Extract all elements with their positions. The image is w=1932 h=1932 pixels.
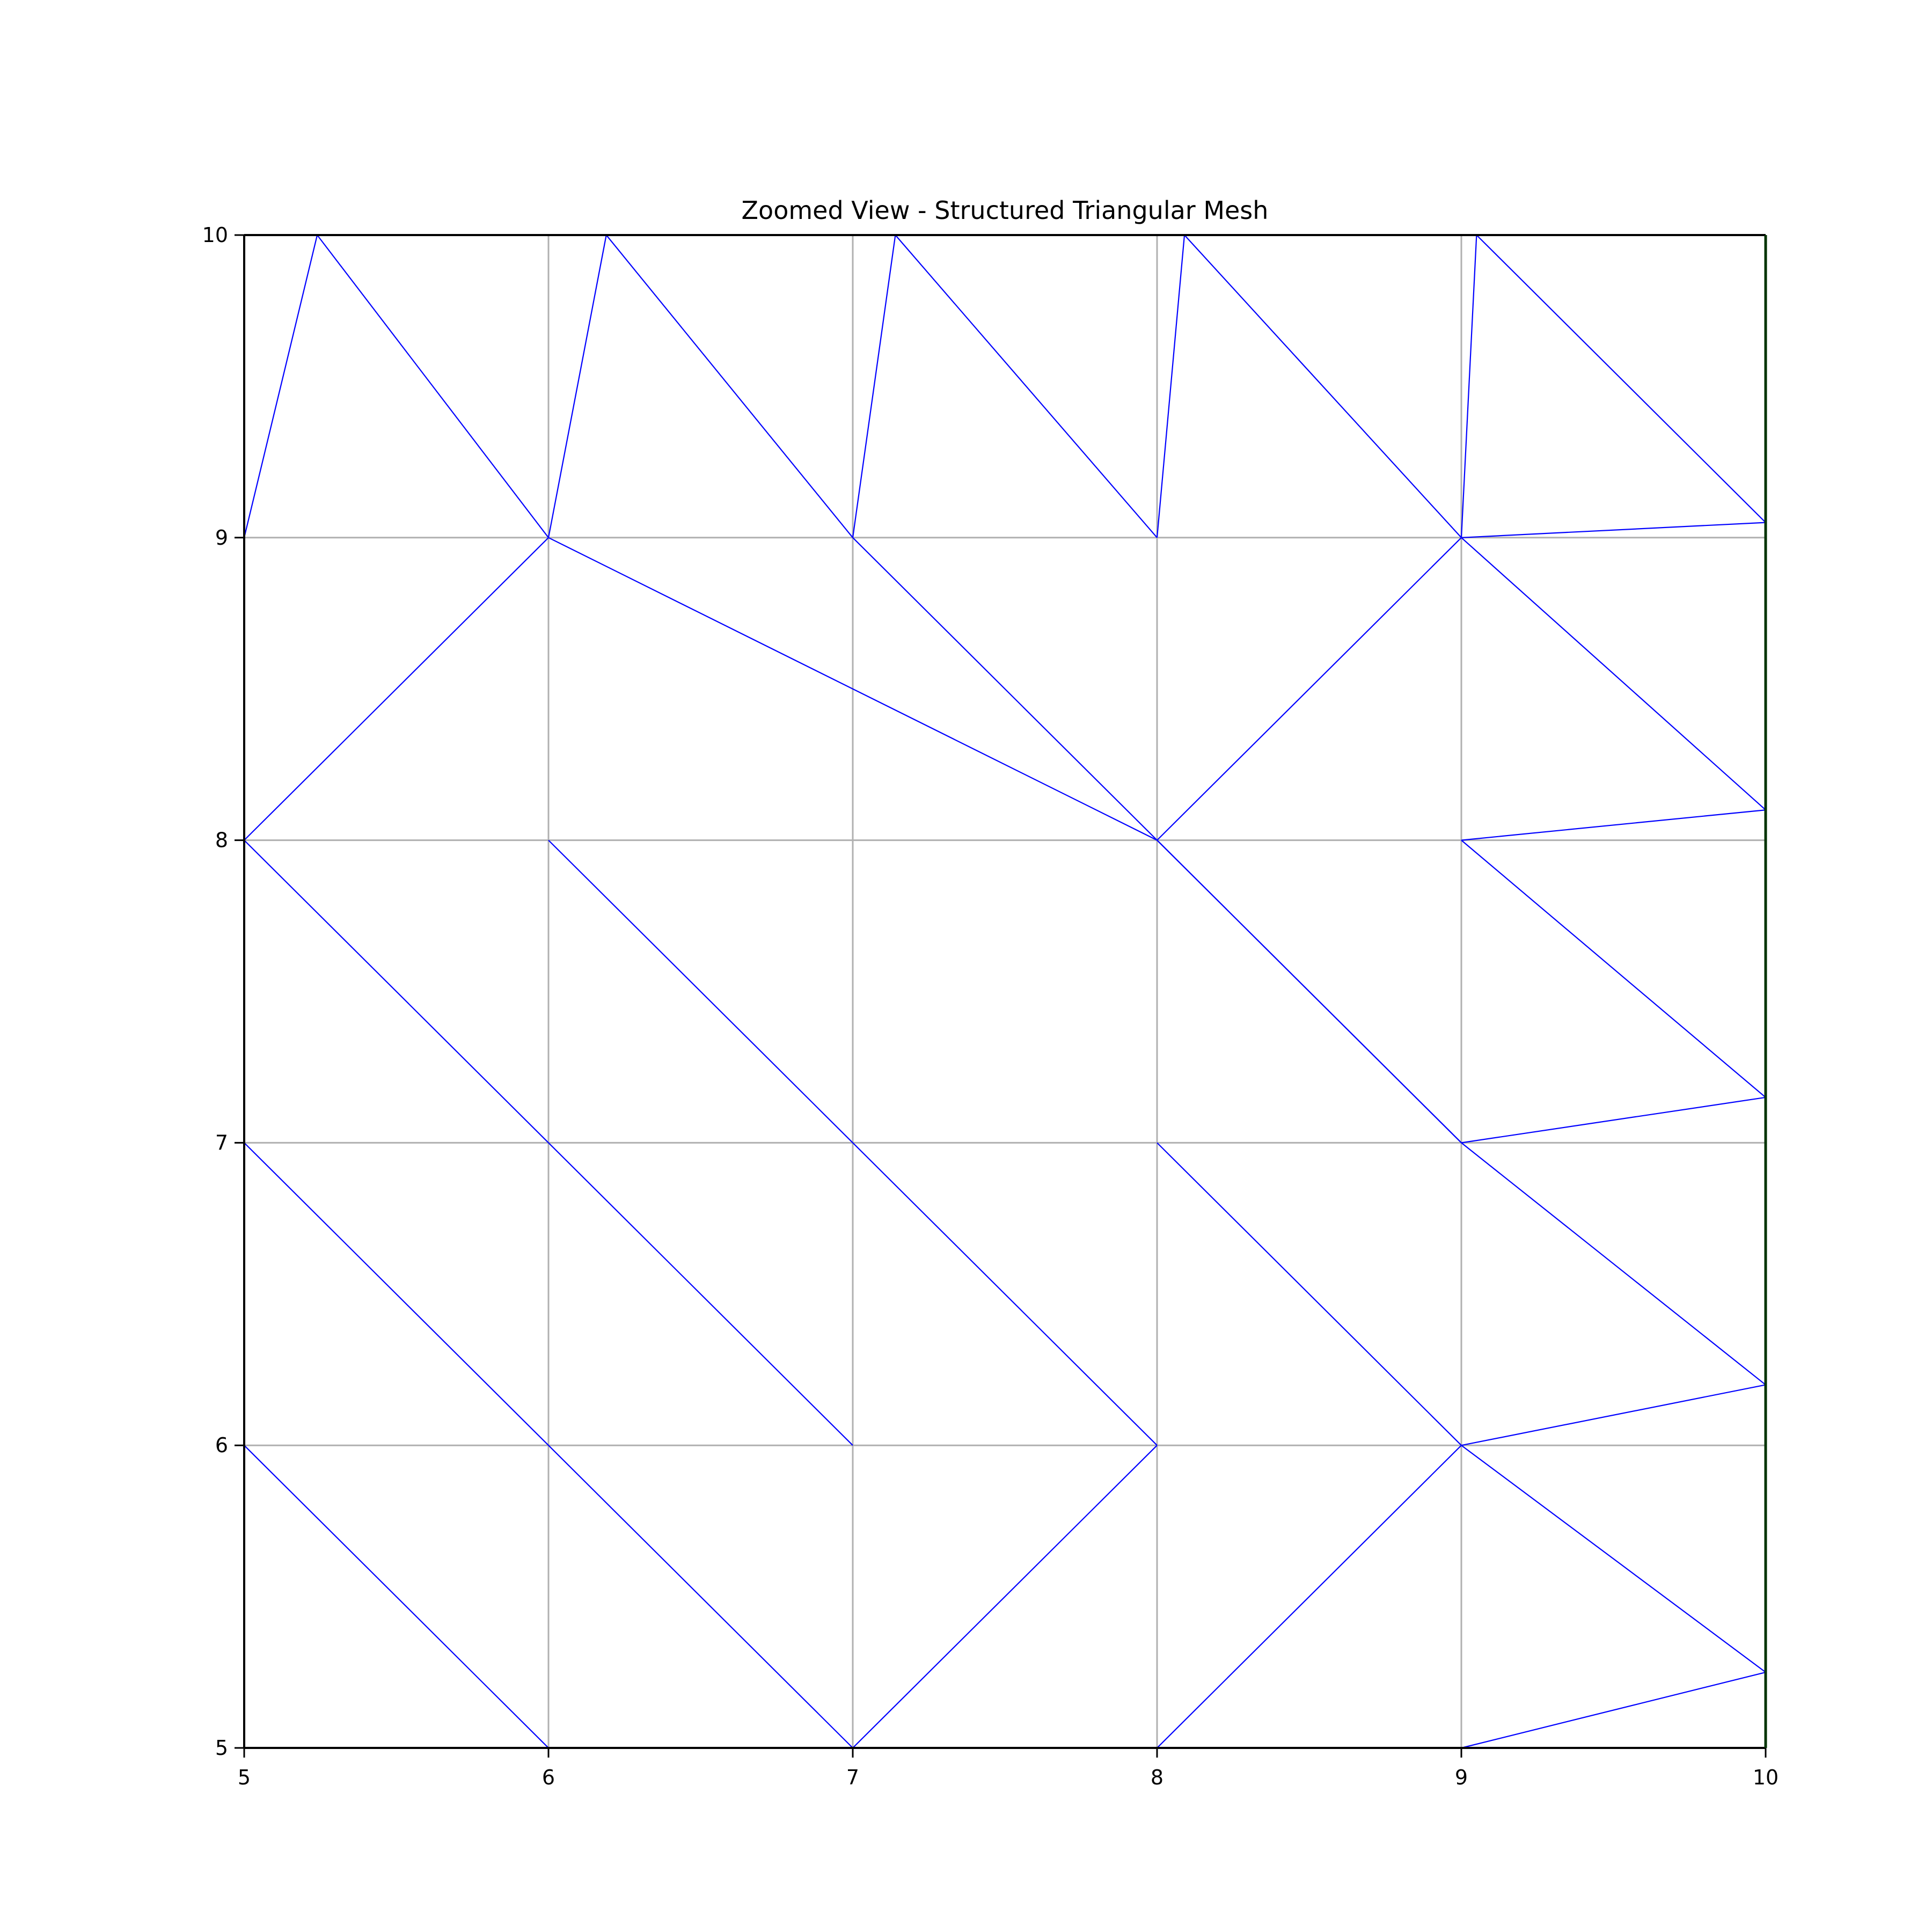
mesh-edge xyxy=(1157,1142,1462,1446)
mesh-edge xyxy=(1157,537,1462,841)
mesh-edges xyxy=(243,235,1766,1749)
mesh-edge xyxy=(895,235,1158,538)
mesh-edge xyxy=(1460,235,1477,538)
mesh-edge xyxy=(1461,1096,1766,1144)
y-tick-label: 5 xyxy=(215,1736,228,1760)
x-tick-label: 10 xyxy=(1753,1766,1779,1789)
mesh-edge xyxy=(244,537,549,841)
mesh-edge xyxy=(1461,1142,1766,1386)
mesh-edge xyxy=(244,839,853,1446)
mesh-edge xyxy=(852,1445,1158,1748)
y-tick-label: 8 xyxy=(215,829,228,852)
mesh-edge xyxy=(1461,1671,1766,1749)
axes-frame xyxy=(243,234,1767,1749)
y-tick-label: 10 xyxy=(202,223,228,247)
mesh-edge xyxy=(244,1142,853,1748)
mesh-edge xyxy=(1461,1445,1766,1673)
y-tick-label: 7 xyxy=(215,1131,228,1154)
y-tick-label: 6 xyxy=(215,1433,228,1457)
y-tick-label: 9 xyxy=(215,526,228,550)
x-tick-label: 7 xyxy=(846,1766,859,1789)
mesh-edge xyxy=(1157,1445,1462,1748)
mesh-edge xyxy=(1157,839,1462,1144)
mesh-edge xyxy=(244,1445,549,1748)
x-tick-label: 6 xyxy=(542,1766,555,1789)
mesh-edge xyxy=(1461,522,1766,538)
mesh-edge xyxy=(243,235,318,538)
axis-ticks: 5 6 7 8 9 10 5 6 7 8 9 10 xyxy=(202,223,1779,1789)
mesh-edge xyxy=(317,235,549,538)
x-tick-label: 5 xyxy=(238,1766,251,1789)
mesh-edge xyxy=(548,839,1158,1446)
chart-title: Zoomed View - Structured Triangular Mesh xyxy=(742,196,1269,225)
mesh-edge xyxy=(1184,235,1462,538)
mesh-edge xyxy=(1461,537,1766,811)
mesh-edge xyxy=(1156,235,1185,538)
x-tick-label: 8 xyxy=(1151,1766,1163,1789)
x-tick-label: 9 xyxy=(1455,1766,1468,1789)
mesh-edge xyxy=(1461,809,1766,841)
mesh-edge xyxy=(547,235,607,538)
mesh-edge xyxy=(1461,1384,1766,1446)
mesh-edge xyxy=(1461,839,1766,1098)
mesh-edge xyxy=(1476,235,1766,523)
mesh-edge xyxy=(852,235,896,538)
mesh-edge xyxy=(605,235,853,538)
mesh-edge xyxy=(548,537,1158,841)
